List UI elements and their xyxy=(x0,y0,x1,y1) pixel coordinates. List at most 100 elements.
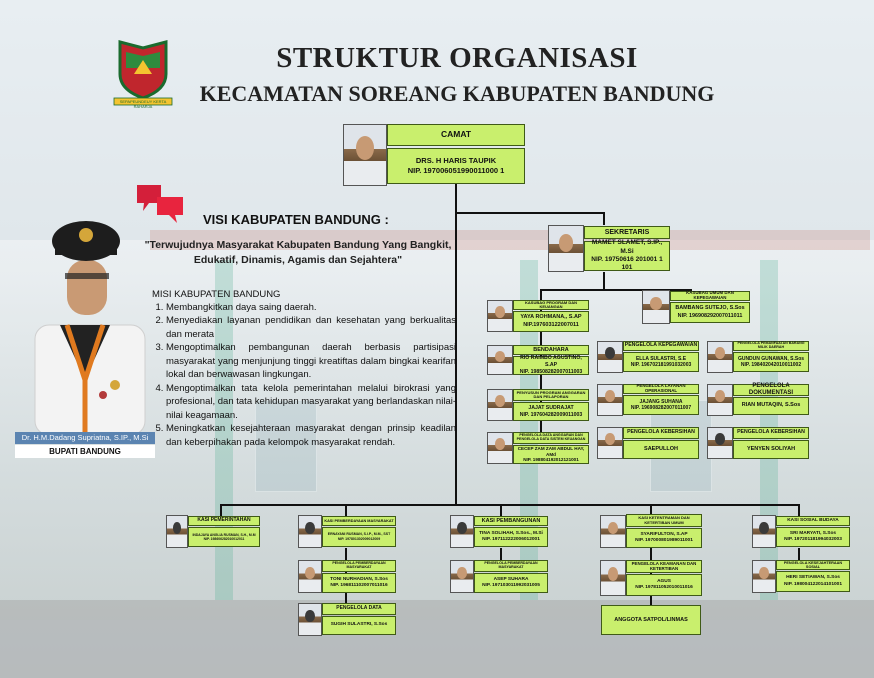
bottom-sub-3-name: AGUS xyxy=(657,578,671,584)
kabupaten-bandung-logo xyxy=(113,40,173,106)
page-title: STRUKTUR ORGANISASI xyxy=(276,42,638,74)
bottom-2-nip: NIP. 197112222006012001 xyxy=(482,537,540,542)
umum-sub-1-name: GUNDUN GUNAWAN, S.Sos xyxy=(737,355,805,362)
bottom-4-name: SRI MARYATI, S.Sos xyxy=(789,530,837,536)
bottom-3-title: KASI KETENTRAMAN DAN KETERTIBAN UMUM xyxy=(626,514,702,527)
connector-kasi xyxy=(650,504,652,516)
misi-item: Meningkatkan kesejahteraan masyarakat de… xyxy=(166,422,456,449)
left-col-3-nip: NIP. 198804192012121001 xyxy=(523,457,579,463)
bottom-0-name: INDAJAYA ANGLIA RUSMAN, S.H., M.M xyxy=(192,532,256,537)
left-col-3-title: PENGELOLA DATA ANGGARAN DAN PENGELOLA DA… xyxy=(513,432,589,444)
staff-photo xyxy=(450,515,474,548)
staff-photo xyxy=(487,345,513,375)
background-roof xyxy=(150,230,870,250)
umum-sub-4-box: SAEPULLOH xyxy=(623,440,699,459)
bottom-sub-0-title: PENGELOLA PEMBERDAYAAN MASYARAKAT xyxy=(322,560,396,572)
bottom-sub-2-name: ASEP SUHARA xyxy=(493,576,529,582)
camat-title: CAMAT xyxy=(387,124,525,146)
umum-sub-5-box: YENYEN SOLIYAH xyxy=(733,440,809,459)
bupati-name: Dr. H.M.Dadang Supriatna, S.IP., M.Si xyxy=(15,432,155,444)
staff-photo xyxy=(450,560,474,593)
bottom-sub-0-nip: NIP. 196811102007011016 xyxy=(330,583,388,588)
staff-photo xyxy=(597,384,623,416)
left-col-2-name: JAJAT SUDRAJAT xyxy=(528,404,574,411)
umum-sub-5-name: YENYEN SOLIYAH xyxy=(746,445,796,452)
background-ground xyxy=(0,600,874,678)
connector-kasi xyxy=(798,504,800,516)
umum-sub-0-box: ELLA SULASTRI, S.E NIP. 1967021819910320… xyxy=(623,352,699,372)
left-col-2-box: JAJAT SUDRAJAT NIP. 197604282009011003 xyxy=(513,402,589,421)
bottom-2-title: KASI PEMBANGUNAN xyxy=(474,516,548,526)
umum-sub-2-nip: NIP. 196908282007011007 xyxy=(630,405,692,411)
bottom-3-nip: NIP. 197000801989011001 xyxy=(635,538,693,543)
bottom-sub-3-nip: NIP. 197811052010011016 xyxy=(635,585,693,590)
left-col-0-title: KASUBAG PROGRAM DAN KEUANGAN xyxy=(513,300,589,310)
umum-sub-0-title: PENGELOLA KEPEGAWAIAN xyxy=(623,341,699,351)
bottom-sub-2-box: ASEP SUHARA NIP. 197103011992031005 xyxy=(474,573,548,593)
left-col-1-nip: NIP. 198508282007011003 xyxy=(519,368,583,375)
bottom-sub-2-nip: NIP. 197103011992031005 xyxy=(482,583,540,588)
staff-photo xyxy=(600,560,626,596)
umum-name: BAMBANG SUTEJO, S.Sos xyxy=(675,305,745,312)
left-col-1-name: RIO RAIMBO AGUSTINO, S.AP xyxy=(520,355,582,369)
camat-info-box: DRS. H HARIS TAUPIK NIP. 197006051990011… xyxy=(387,148,525,184)
umum-sub-2-title: PENGELOLA LAYANAN OPERASIONAL xyxy=(623,383,699,394)
bupati-portrait xyxy=(34,221,146,436)
left-col-0-name: YAYA ROHMANA,, S.AP xyxy=(520,314,582,321)
staff-photo xyxy=(487,389,513,421)
staff-photo xyxy=(298,515,322,548)
left-col-2-nip: NIP. 197604282009011003 xyxy=(519,411,583,418)
misi-item: Mengoptimalkan pembangunan daerah berbas… xyxy=(166,341,456,381)
misi-item: Menyediakan layanan pendidikan dan keseh… xyxy=(166,314,456,341)
camat-photo xyxy=(343,124,387,186)
staff-photo xyxy=(707,384,733,416)
umum-box: BAMBANG SUTEJO, S.Sos NIP. 1969082920070… xyxy=(670,302,750,323)
sekretaris-name: MAMET SLAMET, S.IP., M.Si xyxy=(591,239,663,255)
background-window xyxy=(255,400,317,492)
connector-sekretaris xyxy=(455,212,605,214)
misi-list: Membangkitkan daya saing daerah. Menyedi… xyxy=(152,301,456,449)
bottom-sub-5-box: HERI SETIAWAN, S.Sos NIP. 19800412201410… xyxy=(776,571,850,592)
bottom-2-name: TINA SOLIHAH, S.Sos., M.Si xyxy=(479,530,543,536)
bottom-sub-1-title: PENGELOLA DATA xyxy=(322,603,396,615)
bottom-1-box: ERNAYANI RUSMAN, S.I.P., M.M., SST NIP. … xyxy=(322,527,396,547)
bottom-1-title: KASI PEMBERDAYAAN MASYARAKAT xyxy=(322,516,396,526)
misi-item: Mengoptimalkan tata kelola pemerintahan … xyxy=(166,382,456,422)
staff-photo xyxy=(597,427,623,459)
umum-sub-3-title: PENGELOLA DOKUMENTASI xyxy=(733,383,809,396)
bottom-sub-5-nip: NIP. 198004122014101001 xyxy=(783,581,843,587)
background-pillar xyxy=(215,260,233,600)
staff-photo xyxy=(597,341,623,373)
staff-photo xyxy=(166,515,188,548)
umum-sub-2-box: JAJANG SUHANA NIP. 196908282007011007 xyxy=(623,395,699,415)
bottom-sub-1-box: SUGIH SULASTRI, S.Sos xyxy=(322,616,396,635)
staff-photo xyxy=(487,432,513,464)
umum-title: KASUBAG UMUM DAN KEPEGAWAIAN xyxy=(670,290,750,301)
sekretaris-nip: NIP. 19750616 201001 1 101 xyxy=(591,256,663,272)
sekretaris-info-box: MAMET SLAMET, S.IP., M.Si NIP. 19750616 … xyxy=(584,239,670,272)
connector-bottom-horizontal xyxy=(220,504,798,506)
logo-caption: SEPAPEUNDEUY KERTA RAHARJA xyxy=(119,99,167,109)
left-col-2-title: PENYUSUN PROGRAM ANGGARAN DAN PELAPORAN xyxy=(513,389,589,401)
umum-nip: NIP. 196908292007011011 xyxy=(677,312,743,319)
connector-sekretaris-down xyxy=(603,272,605,290)
umum-sub-5-title: PENGELOLA KEBERSIHAN xyxy=(733,427,809,439)
left-col-3-box: CECEP ZAM ZAM ABDUL HAY, AMd NIP. 198804… xyxy=(513,445,589,464)
camat-name: DRS. H HARIS TAUPIK xyxy=(415,156,497,166)
umum-sub-0-nip: NIP. 196702181991032003 xyxy=(630,362,692,368)
left-col-1-title: BENDAHARA xyxy=(513,345,589,355)
bupati-title: BUPATI BANDUNG xyxy=(15,445,155,458)
bottom-sub-0-name: TONI NURHADIAN, S.Sos xyxy=(330,576,388,582)
staff-photo xyxy=(298,603,322,636)
misi-item: Membangkitkan daya saing daerah. xyxy=(166,301,456,314)
umum-sub-2-name: JAJANG SUHANA xyxy=(639,398,683,405)
bottom-sub-0-box: TONI NURHADIAN, S.Sos NIP. 1968111020070… xyxy=(322,573,396,593)
bottom-3-name: SYARIFULTON, S.AP xyxy=(640,531,688,537)
left-col-3-name: CECEP ZAM ZAM ABDUL HAY, AMd xyxy=(517,445,585,457)
umum-sub-4-name: SAEPULLOH xyxy=(644,445,678,452)
bottom-sub-5-name: HERI SETIAWAN, S.Sos xyxy=(786,575,840,581)
connector-kasi xyxy=(345,504,347,516)
staff-photo xyxy=(752,515,776,548)
staff-photo xyxy=(600,515,626,548)
bottom-sub-1-name: SUGIH SULASTRI, S.Sos xyxy=(330,622,388,628)
